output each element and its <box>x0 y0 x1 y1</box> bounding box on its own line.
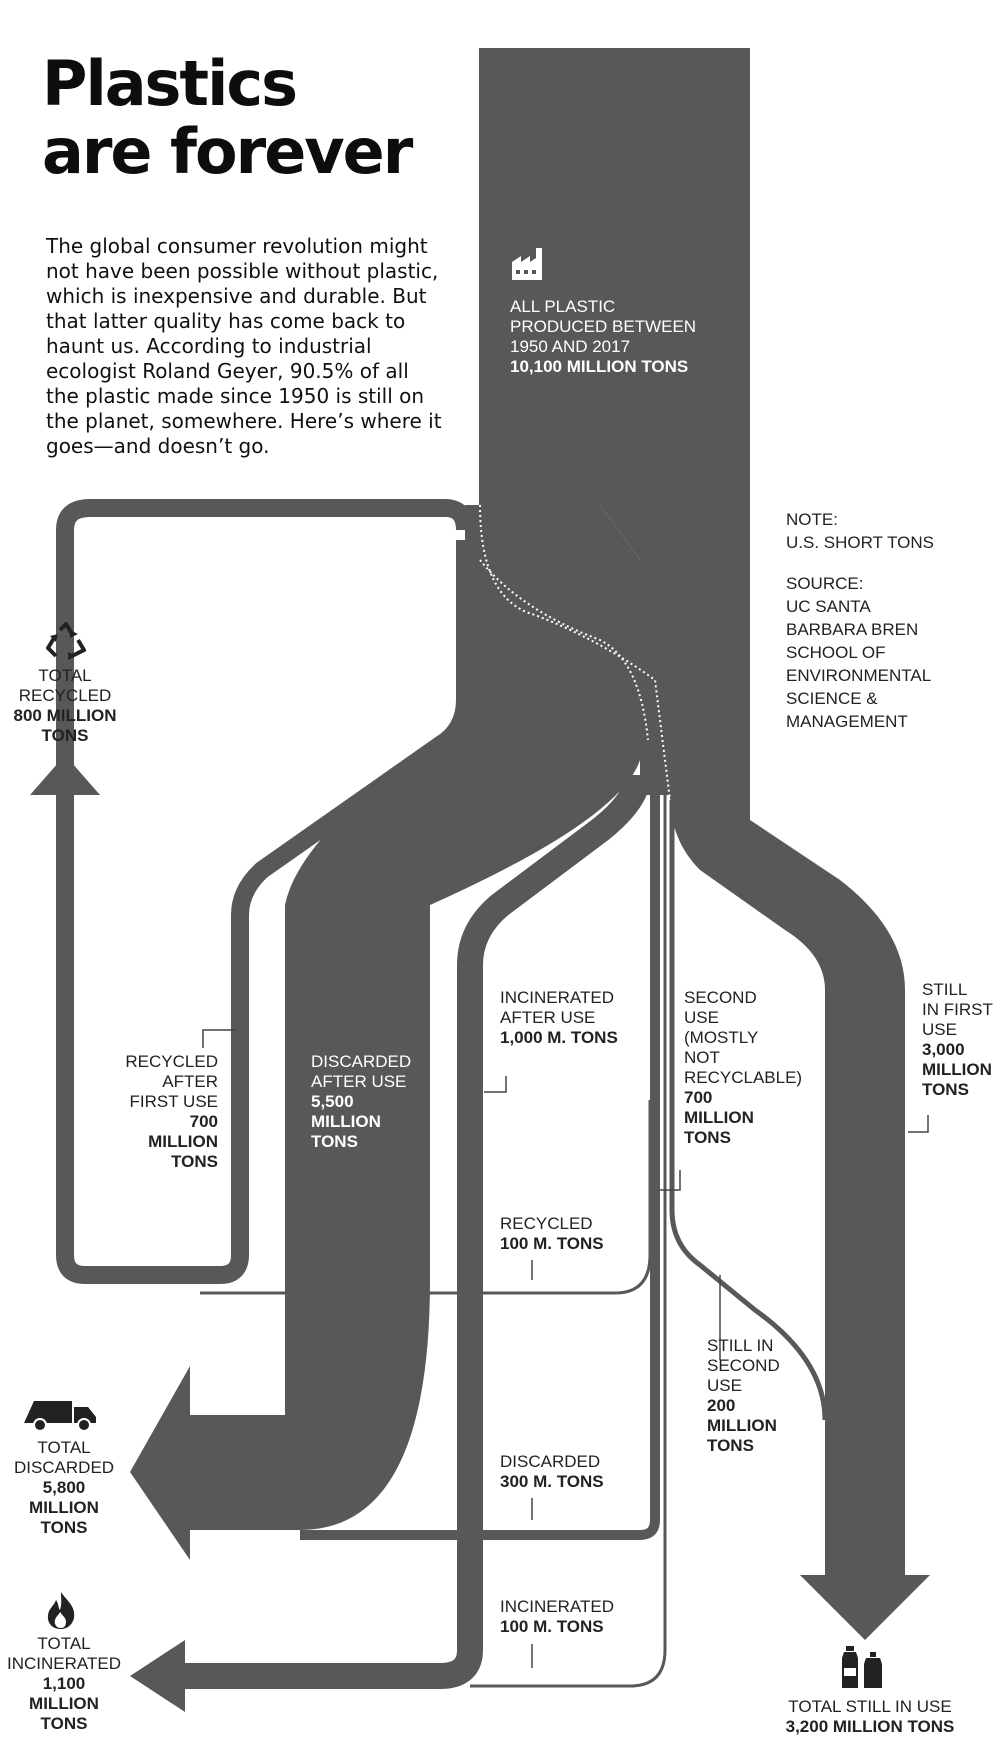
label-total-still-in-use: TOTAL STILL IN USE 3,200 MILLION TONS <box>785 1697 955 1736</box>
factory-icon <box>512 248 542 280</box>
flow-still-second-use <box>669 800 828 1421</box>
label-discarded-second: DISCARDED 300 M. TONS <box>500 1452 604 1491</box>
label-recycled-after-first-use: RECYCLED AFTER FIRST USE 700 MILLION TON… <box>125 1052 218 1171</box>
intro-paragraph: The global consumer revolution might not… <box>46 234 442 458</box>
flow-incinerated-after-use <box>185 773 651 1689</box>
bottles-icon <box>842 1646 882 1688</box>
label-total-incinerated: TOTAL INCINERATED 1,100 MILLION TONS <box>7 1634 121 1733</box>
label-still-first-use: STILL IN FIRST USE 3,000 MILLION TONS <box>922 980 993 1099</box>
flame-icon <box>47 1592 75 1629</box>
label-produced: ALL PLASTIC PRODUCED BETWEEN 1950 AND 20… <box>510 297 697 376</box>
label-total-recycled: TOTAL RECYCLED 800 MILLION TONS <box>13 666 117 745</box>
flow-discarded-second <box>300 760 660 1540</box>
arrow-total-in-use <box>800 1575 930 1640</box>
arrow-total-incinerated <box>130 1640 185 1712</box>
flow-produced <box>479 48 750 795</box>
label-second-use: SECOND USE (MOSTLY NOT RECYCLABLE) 700 M… <box>684 988 803 1147</box>
label-incinerated-after-use: INCINERATED AFTER USE 1,000 M. TONS <box>500 988 618 1047</box>
arrow-total-discarded <box>130 1366 300 1560</box>
label-still-second-use: STILL IN SECOND USE 200 MILLION TONS <box>707 1336 780 1455</box>
garbage-truck-icon <box>24 1401 96 1432</box>
recycle-icon <box>46 622 86 660</box>
flow-still-first-use <box>670 795 905 1575</box>
flow-discarded-after-use <box>285 505 640 1530</box>
label-incinerated-second: INCINERATED 100 M. TONS <box>500 1597 614 1636</box>
flow-recycled-loop <box>56 499 474 1284</box>
note-label: NOTE: <box>786 510 838 529</box>
flow-incinerated-second <box>470 760 667 1688</box>
label-total-discarded: TOTAL DISCARDED 5,800 MILLION TONS <box>13 1438 115 1537</box>
flow-recycled-second <box>200 1100 652 1295</box>
page-title: Plastics are forever <box>42 47 413 188</box>
label-discarded-after-use: DISCARDED AFTER USE 5,500 MILLION TONS <box>311 1052 412 1151</box>
note-text: U.S. SHORT TONS <box>786 533 935 552</box>
label-recycled-second: RECYCLED 100 M. TONS <box>500 1214 604 1253</box>
notes-block: NOTE: U.S. SHORT TONS SOURCE: UC SANTA B… <box>786 510 935 731</box>
source-label: SOURCE: <box>786 574 864 593</box>
